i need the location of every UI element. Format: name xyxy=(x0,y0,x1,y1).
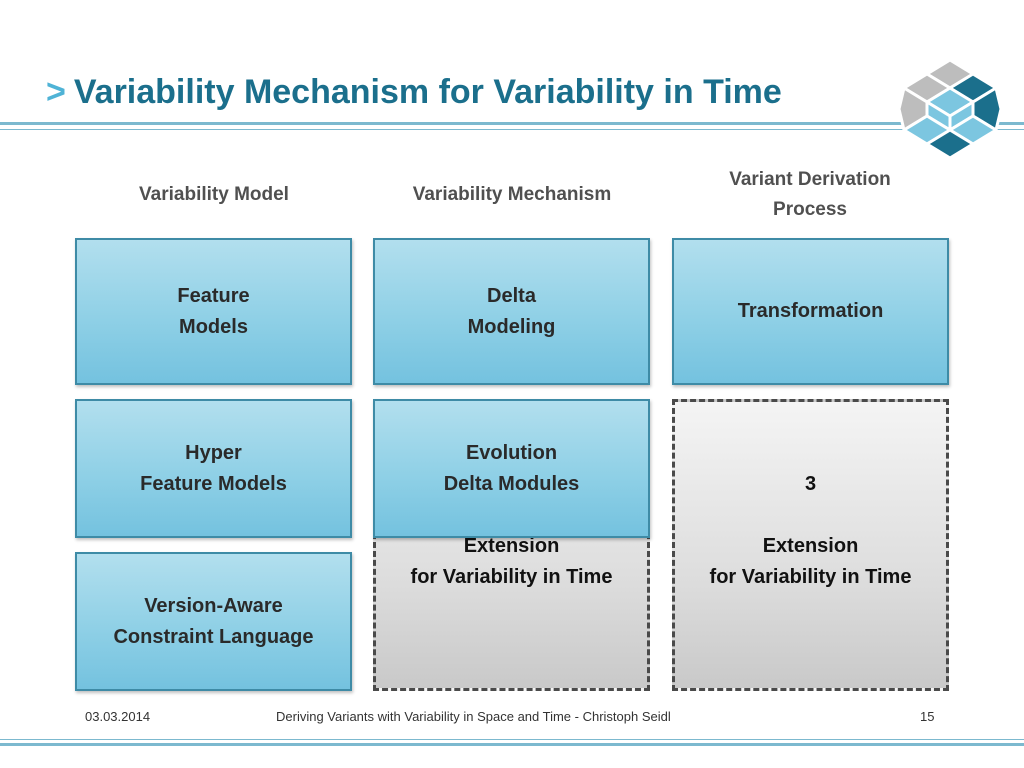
box-delta-modeling: Delta Modeling xyxy=(373,238,650,385)
title-arrow: > xyxy=(46,73,66,111)
extension-number-derivation: 3 xyxy=(804,473,817,495)
footer-page-number: 15 xyxy=(920,709,935,724)
title-text: Variability Mechanism for Variability in… xyxy=(73,73,782,111)
box-hyper-feature-models: Hyper Feature Models xyxy=(75,399,352,538)
footer-rule-thin xyxy=(0,739,1024,740)
footer-rule-thick xyxy=(0,743,1024,746)
header-rule-thick xyxy=(0,122,1024,125)
box-feature-models: Feature Models xyxy=(75,238,352,385)
footer-date: 03.03.2014 xyxy=(85,709,151,724)
box-version-aware-constraint-language: Version-Aware Constraint Language xyxy=(75,552,352,691)
column-heading-variability-model: Variability Model xyxy=(139,184,289,205)
extension-box-derivation xyxy=(672,399,949,691)
column-heading-variant-derivation: Variant Derivation Process xyxy=(729,169,891,220)
column-heading-variability-mechanism: Variability Mechanism xyxy=(412,184,612,205)
box-evolution-delta-modules: Evolution Delta Modules xyxy=(373,399,650,538)
university-logo-icon xyxy=(897,58,1003,160)
slide-title: >Variability Mechanism for Variability i… xyxy=(46,66,782,118)
box-transformation: Transformation xyxy=(672,238,949,385)
extension-text-derivation: Extension for Variability in Time xyxy=(709,535,912,588)
header-rule-thin xyxy=(0,129,1024,130)
extension-text-mechanism: Extension for Variability in Time xyxy=(410,535,613,588)
footer-title: Deriving Variants with Variability in Sp… xyxy=(276,709,671,724)
